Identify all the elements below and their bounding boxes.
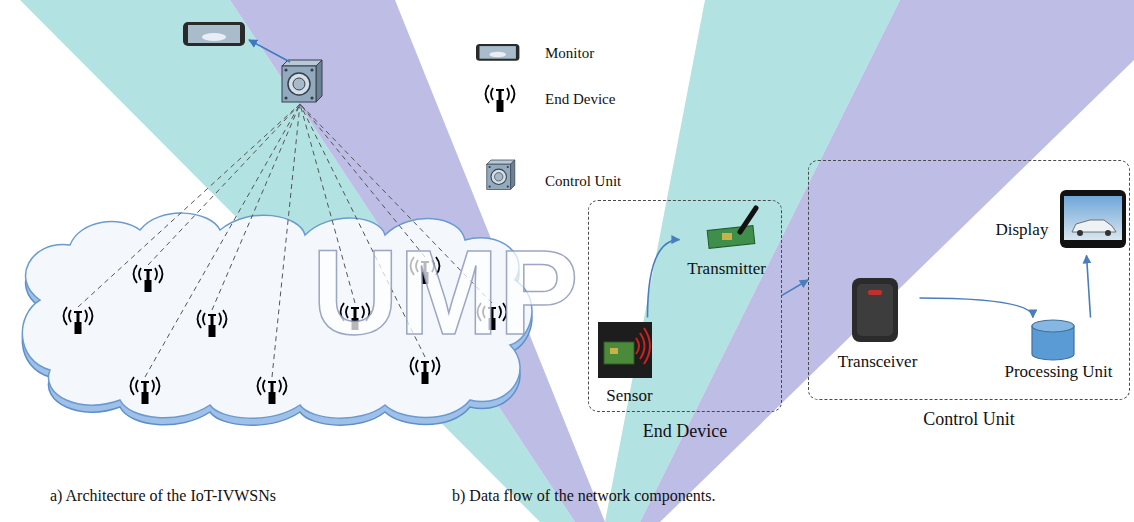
component-node: Processing Unit [995,318,1123,386]
car-shape [1072,220,1116,232]
signal-wave [636,338,639,354]
dashed-link [78,104,300,307]
flow-arrow [782,280,808,295]
component-node: Transmitter [680,205,774,283]
group-box: End DeviceSensorTransmitter [588,200,782,412]
transceiver-logo [868,290,882,295]
component-node: Transceiver [836,272,920,378]
signal-wave [640,333,645,359]
dashed-link [148,104,300,265]
legend-icons [476,44,519,189]
legend-antenna-icon [486,85,515,112]
watermark: UMP [312,232,579,352]
antenna-icon [258,377,287,404]
component-label: Processing Unit [1004,362,1112,382]
transmitter-antenna [740,208,756,232]
transceiver-face [857,284,893,336]
transceiver-picture [852,278,898,342]
group-heading: Control Unit [809,409,1129,431]
antenna-icon [134,265,163,292]
transmitter-board [707,226,755,249]
cylinder-top [1032,320,1074,332]
flow-arrow [1087,256,1091,318]
legend-text: Monitor [545,44,594,62]
watermark-fan [20,0,1134,522]
component-node: Sensor [594,318,666,410]
flow-arrow [648,240,680,318]
legend-control-icon [487,160,515,189]
legend-monitor-icon [476,44,519,61]
figure-caption: b) Data flow of the network components. [452,486,715,505]
component-label: Display [996,220,1049,240]
dashed-link [145,104,300,377]
component-label: Sensor [606,386,652,406]
control-unit-icon [282,60,322,102]
legend-text: Control Unit [545,172,621,190]
legend-text: End Device [545,90,615,108]
flow-arrow [920,298,1033,318]
antenna-icon [64,307,93,334]
figure-caption: a) Architecture of the IoT-IVWSNs [50,486,276,505]
transmitter-chip [722,233,732,240]
car-wheel [1105,230,1111,236]
transceiver-body [852,278,898,342]
antenna-icon [131,377,160,404]
dashed-link [212,104,300,310]
antenna-icon [198,310,227,337]
component-node: Display [996,186,1126,256]
group-box: Control UnitTransceiverProcessing UnitDi… [808,160,1130,400]
database-cylinder [1032,320,1074,360]
car-wheel [1077,230,1083,236]
component-label: Transmitter [687,259,766,279]
sensor-picture [598,322,652,378]
sensor-board [604,342,634,364]
monitor-arrow [249,40,290,62]
display-picture [1060,190,1126,248]
sensor-chip [610,348,618,354]
display-frame [1060,190,1126,248]
sensor-frame [598,322,652,378]
component-label: Transceiver [838,352,918,372]
watermark-band [640,0,1134,522]
dashed-link [272,104,300,377]
display-screen [1064,196,1122,240]
signal-wave [644,328,650,364]
group-heading: End Device [589,421,781,443]
transmitter-picture [707,208,756,248]
monitor-icon [183,22,245,46]
antenna-icon [411,357,440,384]
